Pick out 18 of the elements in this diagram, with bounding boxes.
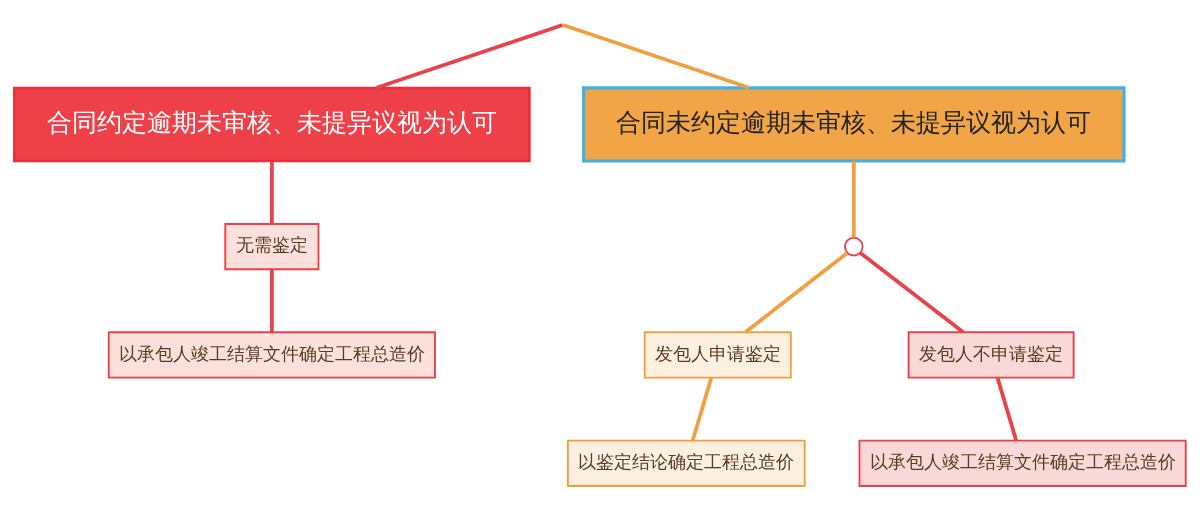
node-box: 合同约定逾期未审核、未提异议视为认可: [13, 86, 531, 162]
node-box: 发包人申请鉴定: [643, 330, 792, 379]
node-box: 无需鉴定: [224, 222, 320, 270]
node-box: 合同未约定逾期未审核、未提异议视为认可: [582, 85, 1126, 163]
connector: [270, 160, 274, 224]
connector: [995, 377, 1018, 441]
connector: [859, 251, 965, 333]
node-box: 以承包人竣工结算文件确定工程总造价: [858, 439, 1187, 487]
connector: [270, 269, 274, 332]
connector: [690, 377, 714, 441]
connector: [744, 251, 849, 333]
connector: [562, 22, 750, 90]
node-circle: [844, 236, 864, 256]
node-box: 以鉴定结论确定工程总造价: [566, 439, 806, 487]
node-box: 以承包人竣工结算文件确定工程总造价: [107, 330, 436, 379]
connector: [851, 160, 856, 238]
node-box: 发包人不申请鉴定: [907, 330, 1075, 379]
connector: [376, 22, 564, 90]
